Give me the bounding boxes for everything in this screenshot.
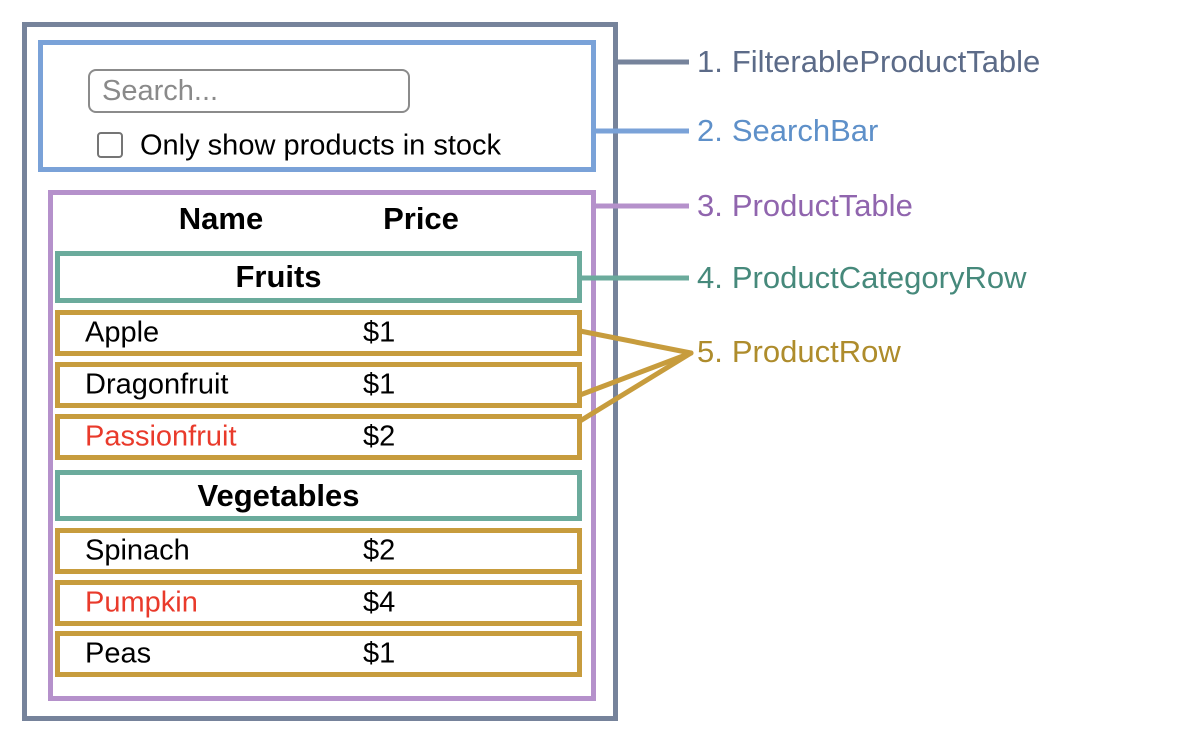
legend-product-table: 3.ProductTable xyxy=(697,188,913,224)
category-title: Vegetables xyxy=(197,477,360,513)
product-price: $2 xyxy=(363,534,396,567)
product-price: $2 xyxy=(363,420,396,453)
legend-label: ProductRow xyxy=(731,334,901,369)
category-title: Fruits xyxy=(235,259,322,294)
column-header-name: Name xyxy=(178,201,264,236)
product-row-passionfruit: Passionfruit $2 xyxy=(55,414,582,460)
product-row-apple: Apple $1 xyxy=(55,310,582,356)
product-category-row-fruits: Fruits xyxy=(55,251,582,303)
product-row-dragonfruit: Dragonfruit $1 xyxy=(55,362,582,408)
product-row-peas: Peas $1 xyxy=(55,631,582,677)
product-name: Pumpkin xyxy=(85,586,198,619)
search-input[interactable] xyxy=(88,69,410,113)
legend-number: 1. xyxy=(697,44,723,79)
product-name: Dragonfruit xyxy=(85,368,229,401)
product-name: Apple xyxy=(85,316,160,349)
product-name: Passionfruit xyxy=(85,420,237,453)
product-name: Spinach xyxy=(85,534,190,567)
in-stock-checkbox[interactable] xyxy=(97,132,123,158)
legend-number: 4. xyxy=(697,260,723,295)
legend-number: 3. xyxy=(697,188,723,223)
legend-number: 2. xyxy=(697,113,723,148)
product-category-row-vegetables: Vegetables xyxy=(55,470,582,521)
product-price: $4 xyxy=(363,586,396,619)
product-row-pumpkin: Pumpkin $4 xyxy=(55,580,582,626)
legend-label: SearchBar xyxy=(731,113,879,148)
legend-product-category-row: 4.ProductCategoryRow xyxy=(697,260,1027,296)
legend-label: ProductCategoryRow xyxy=(731,260,1027,295)
product-price: $1 xyxy=(363,368,396,401)
product-name: Peas xyxy=(85,637,152,670)
column-header-price: Price xyxy=(383,201,459,236)
product-price: $1 xyxy=(363,637,396,670)
legend-label: ProductTable xyxy=(731,188,913,223)
legend-filterable-product-table: 1.FilterableProductTable xyxy=(697,44,1040,80)
in-stock-checkbox-label: Only show products in stock xyxy=(140,129,502,162)
product-row-spinach: Spinach $2 xyxy=(55,528,582,574)
legend-label: FilterableProductTable xyxy=(731,44,1041,79)
legend-number: 5. xyxy=(697,334,723,369)
legend-product-row: 5.ProductRow xyxy=(697,334,901,370)
legend-search-bar: 2.SearchBar xyxy=(697,113,878,149)
product-price: $1 xyxy=(363,316,396,349)
